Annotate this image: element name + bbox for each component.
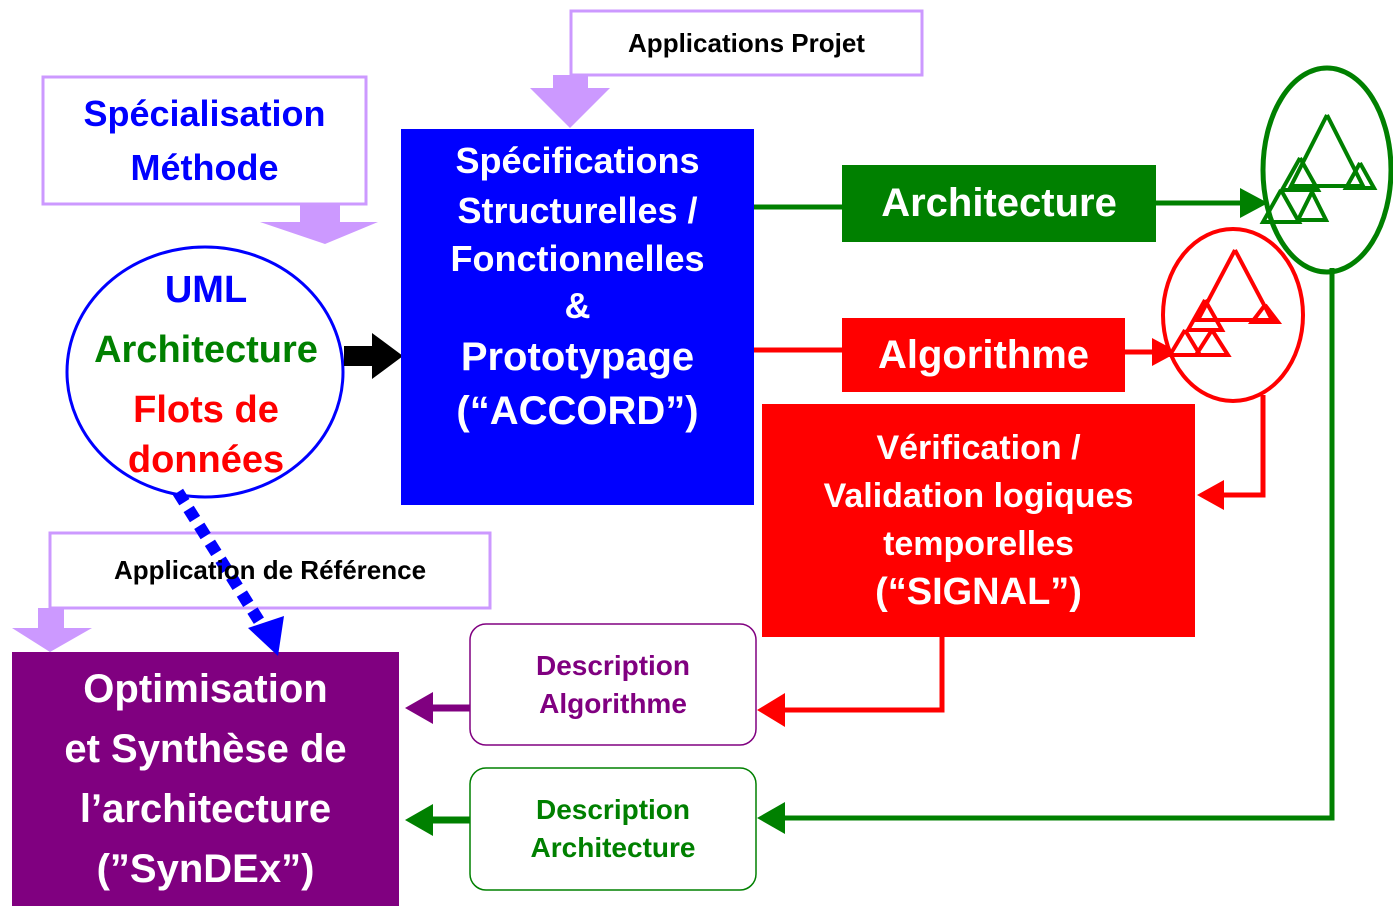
green-arrowhead	[1240, 188, 1268, 218]
green-desc-arrowhead	[405, 804, 433, 836]
spec-line: Fonctionnelles	[450, 238, 705, 279]
desc-algo-label: Description Algorithme	[470, 624, 756, 745]
specialisation-line2: Méthode	[130, 146, 279, 188]
specialisation-line1: Spécialisation	[83, 92, 326, 134]
diagram-shape	[1287, 114, 1367, 188]
diagram-shape	[1161, 227, 1305, 403]
diagram-shape	[1247, 303, 1283, 324]
desc-arch-box	[469, 767, 757, 891]
diagram-shape	[1259, 189, 1303, 224]
desc-algo-line2: Algorithme	[539, 687, 687, 719]
spec-line: Structurelles /	[457, 190, 698, 231]
algorithme-label: Algorithme	[842, 318, 1125, 392]
verif-line: Vérification /	[876, 429, 1081, 467]
spec-line: (“ACCORD”)	[456, 389, 699, 433]
architecture-label: Architecture	[842, 165, 1156, 242]
diagram-shape	[1260, 65, 1393, 275]
diagram-shape	[569, 9, 924, 77]
application-reference-callout	[12, 531, 492, 652]
diagram-shape	[1194, 249, 1276, 322]
diagram-shape	[1278, 157, 1322, 192]
verification-label: Vérification / Validation logiques tempo…	[762, 410, 1195, 630]
optimisation-label: Optimisation et Synthèse de l’architectu…	[12, 652, 399, 906]
algorithme-box	[842, 318, 1125, 392]
spec-line: Prototypage	[460, 335, 695, 379]
callout-pointer	[12, 608, 92, 652]
flots-line2: données	[127, 439, 285, 481]
diagram-shape	[41, 75, 368, 206]
blue-dashed-line	[172, 488, 272, 636]
desc-arch-line2: Architecture	[530, 832, 696, 863]
specialisation-label: Spécialisation Méthode	[43, 77, 366, 204]
red-arrowhead	[1152, 338, 1178, 366]
optim-line: l’architecture	[79, 787, 332, 831]
application-reference-text: Application de Référence	[113, 555, 427, 585]
purple-arrowhead	[405, 692, 433, 724]
verif-line: (“SIGNAL”)	[875, 571, 1082, 613]
architecture-text: Architecture	[881, 181, 1117, 225]
green-return-arrowhead	[757, 802, 785, 834]
desc-arch-label: Description Architecture	[470, 768, 756, 890]
red-verif-arrowhead	[757, 693, 785, 727]
verif-line: Validation logiques	[823, 477, 1134, 515]
green-long-return-line	[780, 268, 1335, 821]
uml-text: UML	[164, 269, 248, 311]
optim-line: (”SynDEx”)	[96, 847, 315, 891]
spec-line: &	[564, 285, 591, 326]
architecture-box	[842, 165, 1156, 242]
desc-arch-line1: Description	[535, 794, 691, 825]
green-triangle-ellipse	[1259, 65, 1393, 275]
verification-box	[762, 404, 1195, 637]
red-triangle-ellipse	[1161, 227, 1305, 403]
specialisation-callout	[41, 75, 378, 244]
optim-line: Optimisation	[83, 667, 328, 711]
diagram-shape	[48, 531, 492, 610]
desc-algo-box	[469, 623, 757, 746]
applications-projet-text: Applications Projet	[628, 27, 865, 58]
desc-algo-line1: Description	[535, 649, 691, 681]
uml-ellipse	[65, 245, 345, 499]
spec-line: Spécifications	[455, 140, 700, 181]
red-return-arrowhead	[1197, 480, 1224, 510]
red-verif-to-desc-line	[780, 637, 945, 713]
spec-box	[401, 129, 754, 505]
flots-line1: Flots de	[133, 389, 279, 431]
callout-pointer	[260, 204, 378, 244]
applications-projet-label: Applications Projet	[571, 11, 922, 75]
algorithme-text: Algorithme	[877, 332, 1090, 377]
callout-pointer	[530, 75, 610, 128]
architecture-in-circle-text: Architecture	[94, 329, 318, 371]
verif-line: temporelles	[883, 525, 1074, 563]
diagram-shape	[1342, 162, 1378, 190]
spec-label: Spécifications Structurelles / Fonctionn…	[401, 134, 754, 444]
optim-line: et Synthèse de	[64, 727, 347, 771]
uml-label: UML Architecture Flots de données	[66, 255, 346, 485]
diagram-shape	[1192, 328, 1232, 357]
red-return-line	[1220, 395, 1266, 498]
diagram-shape	[1294, 191, 1330, 222]
optimisation-box	[12, 652, 399, 906]
diagram-shape	[1184, 299, 1226, 332]
application-reference-label: Application de Référence	[50, 533, 490, 608]
uml-to-spec-arrow	[344, 333, 403, 379]
applications-projet-callout	[530, 9, 924, 128]
diagram-shape	[1166, 328, 1204, 357]
blue-dashed-arrowhead	[248, 616, 284, 656]
